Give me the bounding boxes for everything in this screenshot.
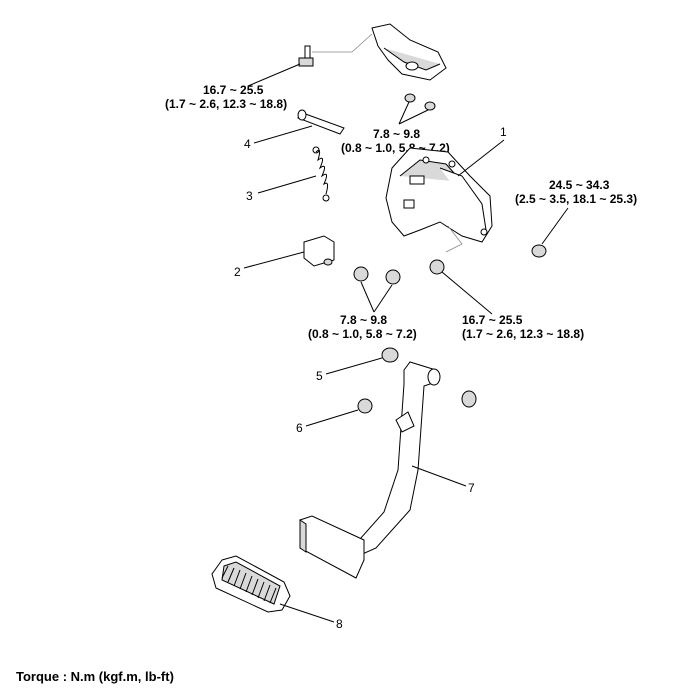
torque-nut-right-line2: (2.5 ~ 3.5, 18.1 ~ 25.3) bbox=[515, 192, 637, 206]
torque-nut-right-line1: 24.5 ~ 34.3 bbox=[549, 178, 610, 192]
bushing-6 bbox=[357, 398, 373, 414]
leader-nut-lower-a bbox=[360, 281, 375, 313]
torque-bolt-top-line1: 16.7 ~ 25.5 bbox=[203, 83, 264, 97]
stop-lamp-switch bbox=[303, 235, 335, 267]
pedal-member-bracket bbox=[385, 147, 493, 253]
callout-5: 5 bbox=[316, 369, 323, 383]
pedal-pad bbox=[211, 555, 291, 613]
nut-right bbox=[531, 244, 547, 258]
leader-8 bbox=[279, 603, 335, 623]
leader-nut-lower-right bbox=[441, 271, 493, 315]
callout-4: 4 bbox=[244, 137, 251, 151]
leader-5 bbox=[325, 357, 383, 375]
torque-bolt-top-line2: (1.7 ~ 2.6, 12.3 ~ 18.8) bbox=[165, 97, 287, 111]
torque-nuts-lower-line2: (0.8 ~ 1.0, 5.8 ~ 7.2) bbox=[308, 327, 417, 341]
callout-3: 3 bbox=[246, 189, 253, 203]
callout-2: 2 bbox=[234, 265, 241, 279]
leader-7 bbox=[411, 465, 467, 487]
clutch-pedal-arm bbox=[299, 361, 441, 579]
mounting-bolt-top bbox=[298, 45, 314, 67]
leader-4 bbox=[253, 125, 313, 144]
leader-1 bbox=[457, 139, 505, 177]
torque-nut-lower-right-line1: 16.7 ~ 25.5 bbox=[462, 313, 523, 327]
callout-1: 1 bbox=[500, 125, 507, 139]
bushing-5 bbox=[381, 347, 399, 363]
leader-3 bbox=[257, 175, 317, 194]
leader-2 bbox=[243, 251, 305, 269]
leader-nut-upper-a bbox=[398, 101, 410, 125]
callout-7: 7 bbox=[468, 481, 475, 495]
bushing-right bbox=[461, 390, 477, 408]
leader-nut-right bbox=[541, 207, 569, 245]
torque-nut-lower-right-line2: (1.7 ~ 2.6, 12.3 ~ 18.8) bbox=[462, 327, 584, 341]
callout-6: 6 bbox=[296, 421, 303, 435]
torque-nuts-lower-line1: 7.8 ~ 9.8 bbox=[340, 313, 387, 327]
torque-units-footnote: Torque : N.m (kgf.m, lb-ft) bbox=[16, 669, 174, 684]
torque-nuts-upper-line1: 7.8 ~ 9.8 bbox=[373, 127, 420, 141]
nuts-upper bbox=[404, 93, 436, 111]
callout-8: 8 bbox=[336, 617, 343, 631]
pedal-shaft-pin bbox=[297, 109, 345, 135]
leader-bolt-top bbox=[247, 63, 301, 87]
upper-bracket bbox=[312, 23, 447, 81]
nuts-lower bbox=[353, 259, 445, 285]
leader-6 bbox=[305, 409, 359, 427]
leader-nut-upper-b bbox=[398, 109, 429, 125]
leader-nut-lower-b bbox=[373, 284, 393, 313]
return-spring bbox=[312, 146, 330, 202]
